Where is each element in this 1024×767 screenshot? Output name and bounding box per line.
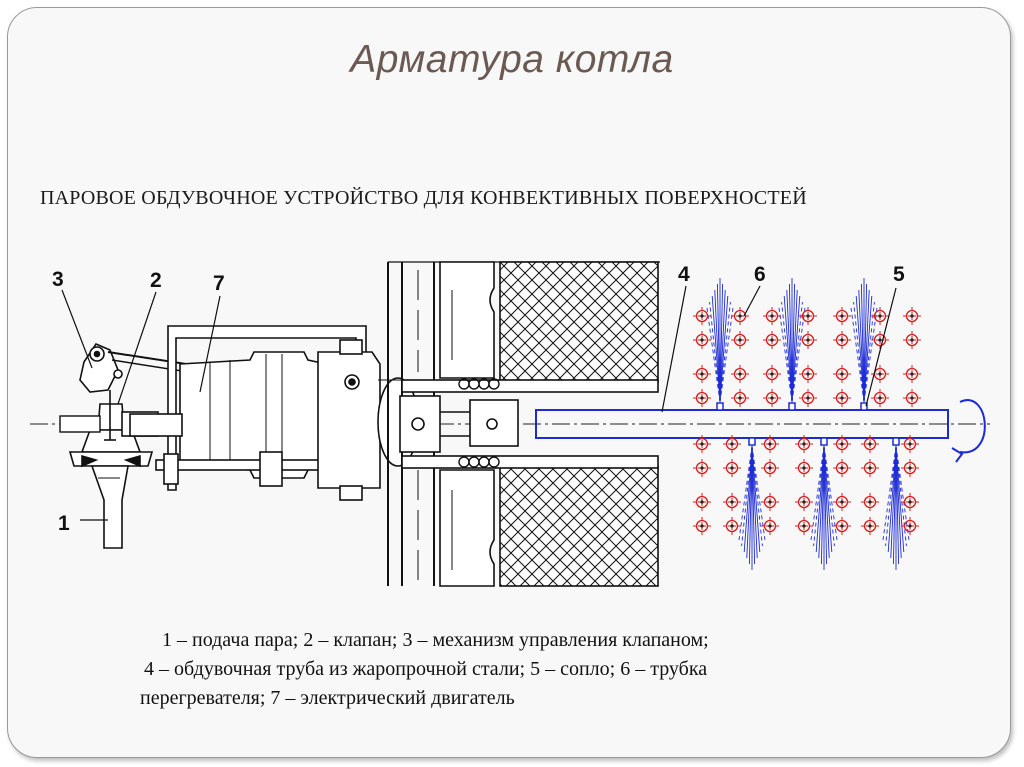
- steam-jet: [778, 278, 806, 403]
- superheater-tube: [763, 307, 781, 325]
- superheater-tube: [693, 365, 711, 383]
- superheater-tube: [799, 389, 817, 407]
- superheater-tube: [761, 517, 779, 535]
- callout-5: 5: [893, 263, 905, 286]
- steam-jet: [810, 445, 838, 570]
- insulation-bottom: [499, 465, 659, 587]
- superheater-tube: [901, 459, 919, 477]
- superheater-tube: [761, 435, 779, 453]
- superheater-tube: [871, 331, 889, 349]
- legend: 1 – подача пара; 2 – клапан; 3 – механиз…: [140, 626, 900, 713]
- superheater-tube: [763, 365, 781, 383]
- superheater-tube: [903, 365, 921, 383]
- superheater-tube: [903, 389, 921, 407]
- superheater-tube: [799, 365, 817, 383]
- legend-line-2: 4 – обдувочная труба из жаропрочной стал…: [144, 658, 708, 680]
- nozzle: [892, 437, 900, 446]
- superheater-tube: [833, 307, 851, 325]
- superheater-tube: [901, 493, 919, 511]
- superheater-tube: [723, 459, 741, 477]
- superheater-tube: [861, 493, 879, 511]
- nozzle: [748, 437, 756, 446]
- superheater-tube: [763, 389, 781, 407]
- callout-6: 6: [754, 263, 766, 286]
- superheater-tube: [861, 517, 879, 535]
- nozzles: [716, 402, 900, 446]
- superheater-tube: [693, 331, 711, 349]
- callout-1: 1: [58, 512, 70, 535]
- blow-tube: [535, 399, 986, 463]
- superheater-tube: [799, 331, 817, 349]
- superheater-tube: [723, 493, 741, 511]
- superheater-tube: [693, 435, 711, 453]
- steam-jet: [850, 278, 878, 403]
- steam-jets: [706, 278, 910, 570]
- superheater-tube: [833, 517, 851, 535]
- superheater-tube: [871, 389, 889, 407]
- superheater-tube: [833, 459, 851, 477]
- superheater-tube: [761, 493, 779, 511]
- superheater-tube: [833, 389, 851, 407]
- superheater-tubes: [693, 307, 921, 535]
- superheater-tube: [693, 307, 711, 325]
- nozzle: [788, 402, 796, 411]
- superheater-tube: [833, 365, 851, 383]
- superheater-tube: [723, 435, 741, 453]
- superheater-tube: [795, 435, 813, 453]
- superheater-tube: [833, 435, 851, 453]
- superheater-tube: [901, 517, 919, 535]
- superheater-tube: [833, 331, 851, 349]
- superheater-tube: [723, 517, 741, 535]
- superheater-tube: [693, 389, 711, 407]
- superheater-tube: [861, 435, 879, 453]
- steam-jet: [738, 445, 766, 570]
- nozzle: [820, 437, 828, 446]
- superheater-tube: [795, 517, 813, 535]
- legend-line-3: перегревателя; 7 – электрический двигате…: [140, 687, 515, 709]
- superheater-tube: [795, 459, 813, 477]
- superheater-tube: [693, 493, 711, 511]
- nozzle: [716, 402, 724, 411]
- callout-3: 3: [52, 268, 64, 291]
- nozzle: [860, 402, 868, 411]
- steam-jet: [882, 445, 910, 570]
- superheater-tube: [903, 307, 921, 325]
- leader-lines: [61, 285, 897, 521]
- callout-7: 7: [213, 272, 225, 295]
- superheater-tube: [833, 493, 851, 511]
- superheater-tube: [903, 331, 921, 349]
- steam-jet: [706, 278, 734, 403]
- slide-title: Арматура котла: [350, 38, 674, 81]
- superheater-tube: [731, 365, 749, 383]
- superheater-tube: [861, 459, 879, 477]
- wall-sleeve: [399, 378, 659, 469]
- superheater-tube: [731, 331, 749, 349]
- legend-line-1: 1 – подача пара; 2 – клапан; 3 – механиз…: [162, 629, 709, 651]
- callout-2: 2: [150, 269, 162, 292]
- insulation-top: [499, 261, 659, 383]
- left-stub: [59, 415, 101, 433]
- superheater-tube: [799, 307, 817, 325]
- superheater-tube: [731, 307, 749, 325]
- callout-4: 4: [678, 263, 690, 286]
- superheater-tube: [763, 331, 781, 349]
- superheater-tube: [693, 459, 711, 477]
- superheater-tube: [795, 493, 813, 511]
- superheater-tube: [901, 435, 919, 453]
- superheater-tube: [731, 389, 749, 407]
- electric-motor: [129, 325, 419, 501]
- superheater-tube: [761, 459, 779, 477]
- diagram-caption: ПАРОВОЕ ОБДУВОЧНОЕ УСТРОЙСТВО ДЛЯ КОНВЕК…: [40, 187, 807, 209]
- superheater-tube: [871, 307, 889, 325]
- superheater-tube: [693, 517, 711, 535]
